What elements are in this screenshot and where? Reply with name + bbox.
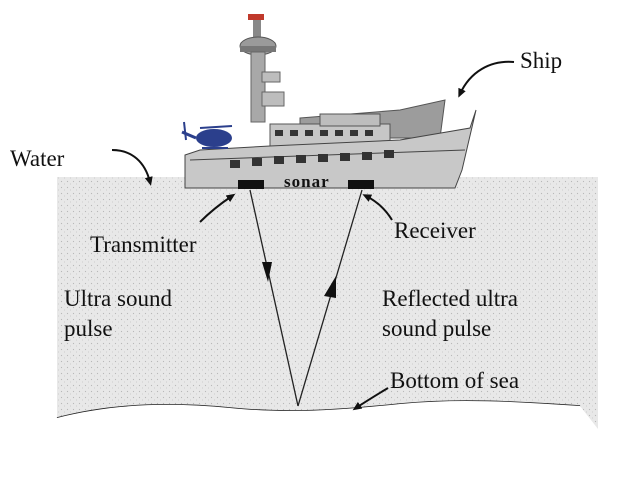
reflected-pulse-label-line1: Reflected ultra [382,286,519,311]
ship-icon [184,14,477,189]
reflected-pulse-ray [297,189,363,407]
transmitter-label: Transmitter [90,232,197,257]
water-label: Water [10,146,65,171]
ultrasound-pulse-label-line2: pulse [64,316,113,341]
sonar-label: sonar [284,172,330,191]
reflected-pulse-label-line2: sound pulse [382,316,492,341]
ship-label: Ship [520,48,563,73]
up-arrow-icon [324,276,336,298]
transmitter-device [238,180,264,189]
ship-pointer-arrow [458,60,515,98]
water-pointer-arrow [111,149,153,186]
ultrasound-pulse-label-line1: Ultra sound [64,286,172,311]
receiver-pointer-arrow [362,194,393,221]
ultrasound-pulse-ray [249,189,299,407]
water-region [57,177,598,429]
helicopter-icon [181,121,233,149]
bottom-of-sea-label: Bottom of sea [390,368,520,393]
receiver-label: Receiver [394,218,476,243]
bottom-pointer-arrow [352,387,389,411]
down-arrow-icon [262,262,272,282]
receiver-device [348,180,374,189]
transmitter-pointer-arrow [199,193,236,223]
